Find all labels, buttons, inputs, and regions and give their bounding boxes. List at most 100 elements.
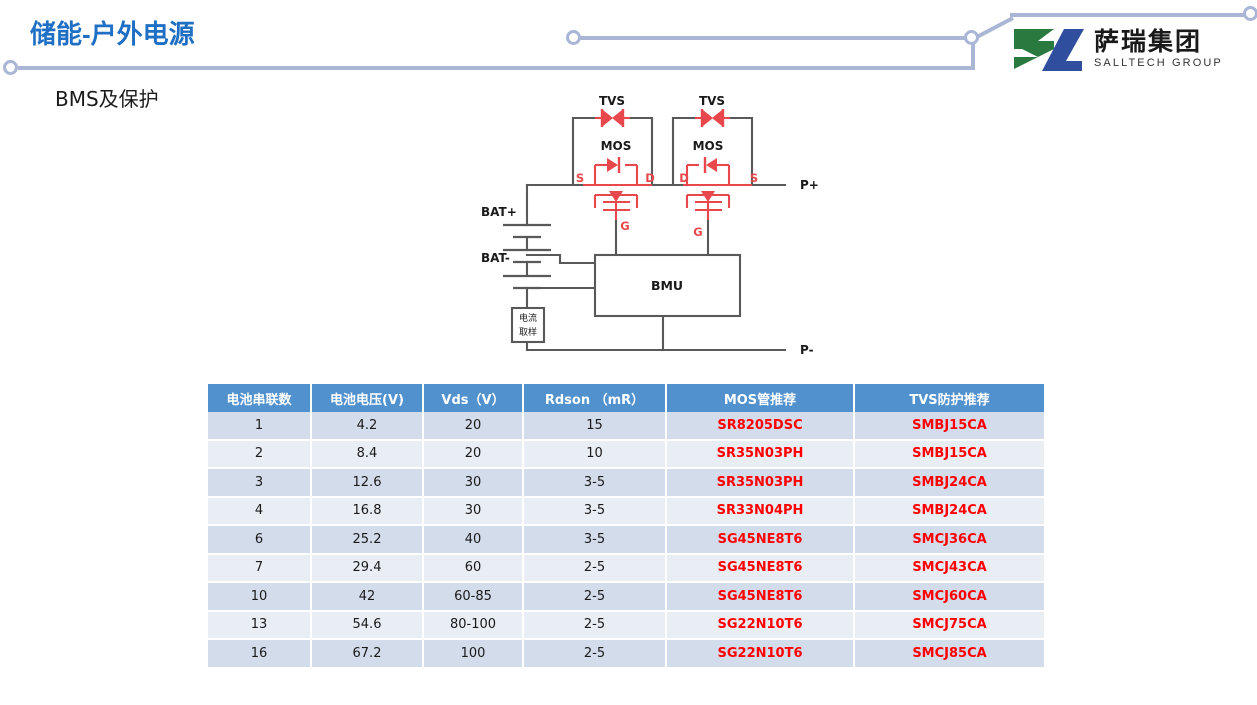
col-header-tvs-recommend: TVS防护推荐 [855, 384, 1044, 412]
table-body: 1 4.2 20 15 SR8205DSC SMBJ15CA 2 8.4 20 … [208, 412, 1044, 669]
table-row: 3 12.6 30 3-5 SR35N03PH SMBJ24CA [208, 469, 1044, 498]
mos-left-d-label: D [645, 171, 655, 185]
logo-name-cn: 萨瑞集团 [1094, 27, 1203, 57]
cell-mos-part: SG45NE8T6 [667, 526, 855, 555]
cell-series-count: 7 [208, 554, 312, 583]
tvs-left-label: TVS [599, 94, 625, 108]
cell-series-count: 13 [208, 611, 312, 640]
mos-tvs-selection-table: 电池串联数 电池电压(V) Vds（V） Rdson （mR） MOS管推荐 T… [208, 384, 1044, 669]
cell-vds: 80-100 [424, 611, 524, 640]
cell-rdson: 2-5 [524, 611, 667, 640]
cell-rdson: 3-5 [524, 497, 667, 526]
cell-vds: 100 [424, 640, 524, 669]
logo-text-block: 萨瑞集团 SALLTECH GROUP [1094, 27, 1223, 69]
mos-right-g-label: G [693, 225, 702, 239]
cell-tvs-part: SMBJ24CA [855, 497, 1044, 526]
p-plus-label: P+ [800, 178, 819, 192]
cell-tvs-part: SMCJ36CA [855, 526, 1044, 555]
col-header-mos-recommend: MOS管推荐 [667, 384, 855, 412]
decor-line-lower [18, 66, 973, 70]
decor-line-top [1010, 13, 1250, 17]
cell-mos-part: SR8205DSC [667, 412, 855, 441]
cell-tvs-part: SMBJ15CA [855, 412, 1044, 441]
table-row: 10 42 60-85 2-5 SG45NE8T6 SMCJ60CA [208, 583, 1044, 612]
decor-circle-far [1243, 6, 1257, 21]
cell-rdson: 2-5 [524, 583, 667, 612]
mos-left-label: MOS [601, 139, 632, 153]
cell-series-count: 1 [208, 412, 312, 441]
table-row: 1 4.2 20 15 SR8205DSC SMBJ15CA [208, 412, 1044, 441]
col-header-vds: Vds（V） [424, 384, 524, 412]
cell-rdson: 3-5 [524, 469, 667, 498]
cell-battery-voltage: 8.4 [312, 440, 424, 469]
cell-tvs-part: SMCJ60CA [855, 583, 1044, 612]
cell-battery-voltage: 4.2 [312, 412, 424, 441]
cell-mos-part: SR33N04PH [667, 497, 855, 526]
company-logo: 萨瑞集团 SALLTECH GROUP [1012, 20, 1248, 78]
cell-tvs-part: SMBJ15CA [855, 440, 1044, 469]
cell-vds: 30 [424, 469, 524, 498]
cell-mos-part: SG22N10T6 [667, 640, 855, 669]
cell-tvs-part: SMBJ24CA [855, 469, 1044, 498]
mos-right-s-label: S [750, 171, 758, 185]
cell-series-count: 16 [208, 640, 312, 669]
shunt-label-1: 电流 [519, 312, 537, 324]
cell-tvs-part: SMCJ85CA [855, 640, 1044, 669]
bat-plus-label: BAT+ [481, 205, 517, 219]
table-header-row: 电池串联数 电池电压(V) Vds（V） Rdson （mR） MOS管推荐 T… [208, 384, 1044, 412]
salltech-logo-icon [1014, 29, 1084, 71]
cell-mos-part: SG45NE8T6 [667, 554, 855, 583]
page-title: 储能-户外电源 [30, 19, 195, 49]
bmu-label: BMU [651, 278, 683, 293]
tvs-right-label: TVS [699, 94, 725, 108]
mos-left-s-label: S [576, 171, 584, 185]
cell-vds: 60-85 [424, 583, 524, 612]
cell-tvs-part: SMCJ75CA [855, 611, 1044, 640]
table-row: 16 67.2 100 2-5 SG22N10T6 SMCJ85CA [208, 640, 1044, 669]
cell-battery-voltage: 42 [312, 583, 424, 612]
cell-series-count: 3 [208, 469, 312, 498]
cell-mos-part: SG22N10T6 [667, 611, 855, 640]
cell-mos-part: SG45NE8T6 [667, 583, 855, 612]
mos-right-d-label: D [679, 171, 689, 185]
logo-name-en: SALLTECH GROUP [1094, 56, 1223, 69]
bat-minus-label: BAT- [481, 251, 510, 265]
cell-battery-voltage: 12.6 [312, 469, 424, 498]
cell-series-count: 10 [208, 583, 312, 612]
cell-series-count: 6 [208, 526, 312, 555]
cell-vds: 40 [424, 526, 524, 555]
cell-series-count: 4 [208, 497, 312, 526]
table-row: 7 29.4 60 2-5 SG45NE8T6 SMCJ43CA [208, 554, 1044, 583]
decor-line-vertical [971, 36, 975, 70]
decor-line-upper [578, 36, 975, 40]
col-header-series-count: 电池串联数 [208, 384, 312, 412]
cell-vds: 60 [424, 554, 524, 583]
cell-vds: 20 [424, 412, 524, 441]
cell-mos-part: SR35N03PH [667, 469, 855, 498]
cell-series-count: 2 [208, 440, 312, 469]
cell-battery-voltage: 67.2 [312, 640, 424, 669]
section-subtitle: BMS及保护 [55, 87, 159, 111]
decor-line-diagonal [975, 16, 1014, 40]
cell-tvs-part: SMCJ43CA [855, 554, 1044, 583]
cell-battery-voltage: 54.6 [312, 611, 424, 640]
table-row: 4 16.8 30 3-5 SR33N04PH SMBJ24CA [208, 497, 1044, 526]
p-minus-label: P- [800, 343, 814, 357]
mos-left-g-label: G [620, 219, 629, 233]
table-row: 13 54.6 80-100 2-5 SG22N10T6 SMCJ75CA [208, 611, 1044, 640]
table-row: 6 25.2 40 3-5 SG45NE8T6 SMCJ36CA [208, 526, 1044, 555]
cell-rdson: 3-5 [524, 526, 667, 555]
mos-right-label: MOS [693, 139, 724, 153]
cell-rdson: 10 [524, 440, 667, 469]
cell-vds: 20 [424, 440, 524, 469]
cell-battery-voltage: 16.8 [312, 497, 424, 526]
cell-rdson: 2-5 [524, 554, 667, 583]
cell-rdson: 2-5 [524, 640, 667, 669]
col-header-battery-voltage: 电池电压(V) [312, 384, 424, 412]
cell-rdson: 15 [524, 412, 667, 441]
bms-protection-circuit-diagram: BMU 电流 取样 [455, 90, 855, 375]
cell-battery-voltage: 29.4 [312, 554, 424, 583]
cell-vds: 30 [424, 497, 524, 526]
col-header-rdson: Rdson （mR） [524, 384, 667, 412]
